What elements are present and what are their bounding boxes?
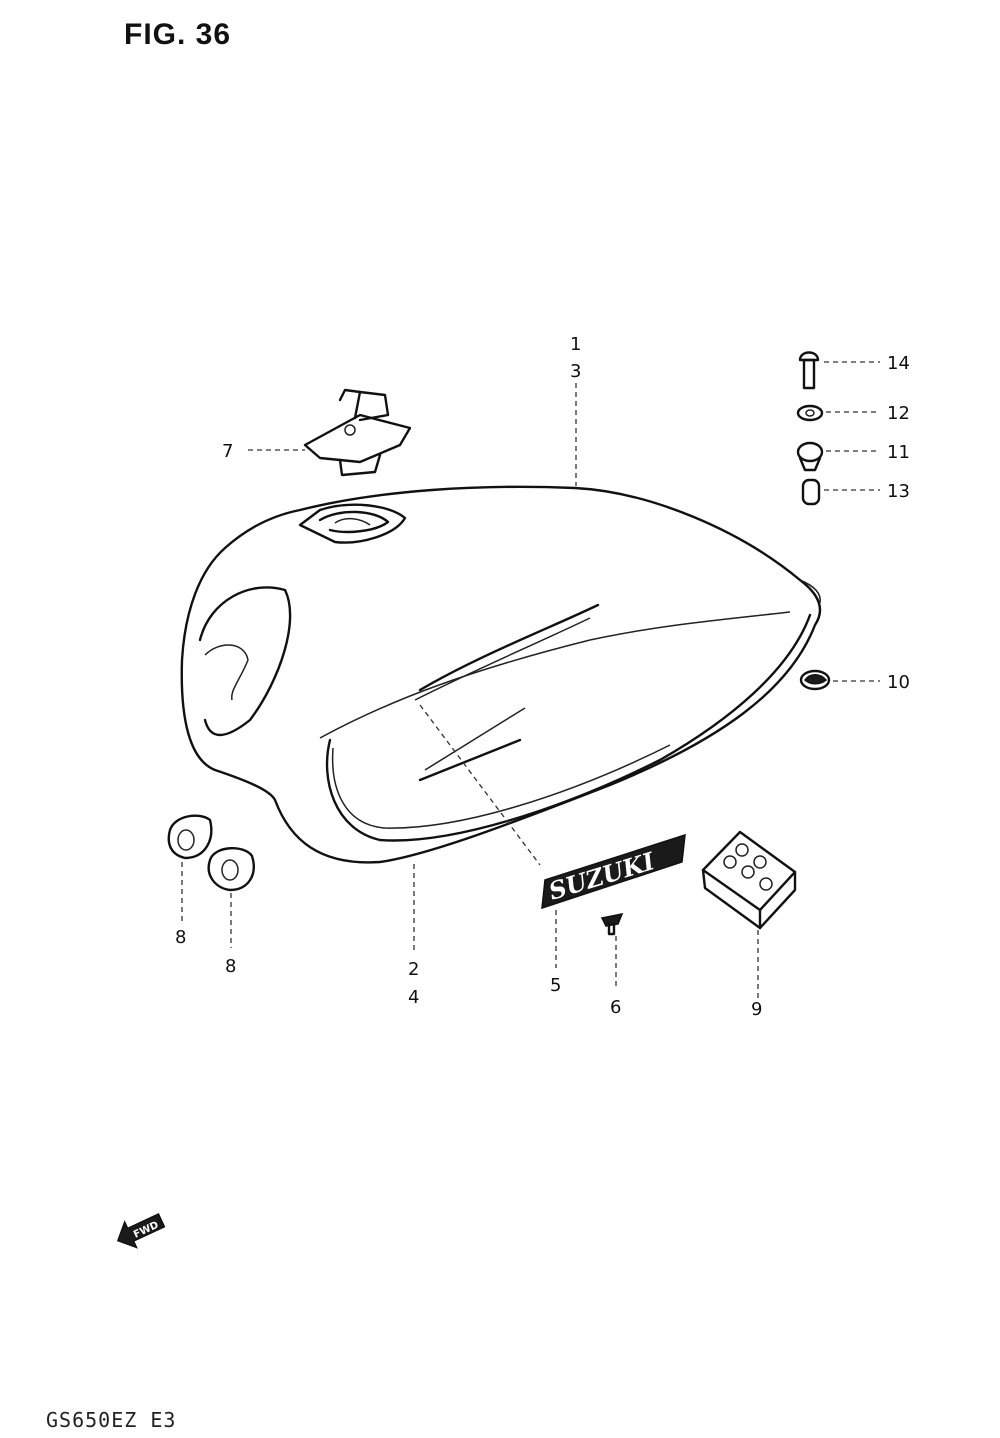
callout-6: 6 xyxy=(610,997,621,1018)
spacer-icon xyxy=(801,478,821,506)
arrow-left-icon xyxy=(116,1213,166,1249)
rubber-cushion-icon xyxy=(207,847,255,892)
rubber-cushion-icon xyxy=(167,814,213,860)
bolt-icon xyxy=(798,351,820,390)
callout-4: 4 xyxy=(408,987,419,1008)
callout-3: 3 xyxy=(570,361,581,382)
emblem-text: SUZUKI xyxy=(545,846,658,906)
callout-8b: 8 xyxy=(225,956,236,977)
model-code: GS650EZ E3 xyxy=(46,1408,177,1432)
callout-1: 1 xyxy=(570,334,581,355)
callout-14: 14 xyxy=(887,353,910,374)
filler-neck-icon xyxy=(298,503,407,544)
fwd-direction-badge: FWD xyxy=(116,1213,166,1249)
fuel-tank xyxy=(180,485,822,864)
leader-lines xyxy=(181,361,880,998)
fuel-cap-icon xyxy=(303,388,412,477)
callout-11: 11 xyxy=(887,442,910,463)
callout-9: 9 xyxy=(751,999,762,1020)
washer-icon xyxy=(796,404,824,422)
callout-13: 13 xyxy=(887,481,910,502)
callout-2: 2 xyxy=(408,959,419,980)
callout-7: 7 xyxy=(222,441,233,462)
callout-8a: 8 xyxy=(175,927,186,948)
cushion-icon xyxy=(799,669,831,691)
grommet-icon xyxy=(796,441,824,472)
callout-12: 12 xyxy=(887,403,910,424)
callout-labels: 1 3 7 14 12 11 13 10 8 8 2 4 5 6 9 xyxy=(175,334,910,1020)
callout-10: 10 xyxy=(887,672,910,693)
callout-5: 5 xyxy=(550,975,561,996)
figure-title: FIG. 36 xyxy=(124,18,232,51)
screw-icon xyxy=(600,912,624,936)
tank-cushion-block-icon xyxy=(701,830,797,930)
tank-emblem: SUZUKI xyxy=(541,833,686,910)
